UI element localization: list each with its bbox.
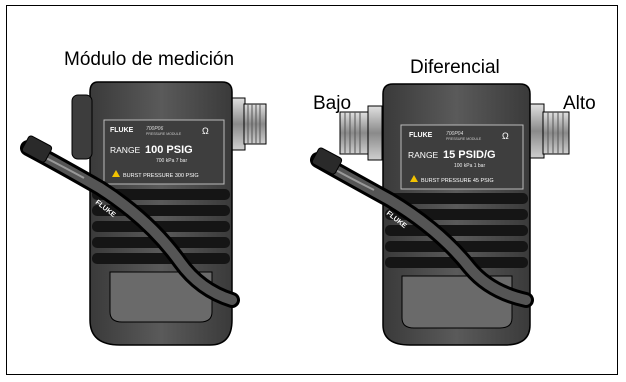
brand-text: FLUKE — [409, 132, 433, 139]
high-port-label: Alto — [563, 93, 596, 114]
subtitle-text: PRESSURE MODULE — [146, 132, 182, 136]
range-label: RANGE — [408, 150, 439, 160]
model-text: 700P04 — [446, 131, 463, 137]
differential-module: FLUKE 700P04 PRESSURE MODULE Ω RANGE 15 … — [310, 83, 570, 346]
low-port-label: Bajo — [313, 93, 352, 114]
warning-icon — [112, 170, 120, 177]
pressure-fitting-icon — [230, 97, 267, 151]
warning-icon — [410, 175, 418, 182]
range-label: RANGE — [110, 145, 141, 155]
connector-plug-icon — [21, 135, 53, 163]
low-pressure-fitting-icon — [339, 105, 383, 161]
burst-text: BURST PRESSURE 300 PSIG — [123, 173, 199, 179]
connector-plug-icon — [311, 147, 343, 175]
high-pressure-fitting-icon — [529, 103, 570, 159]
brand-text: FLUKE — [110, 127, 134, 134]
measurement-module-label: Módulo de medición — [64, 49, 235, 70]
measurement-module: FLUKE 700P06 PRESSURE MODULE Ω RANGE 100… — [20, 81, 267, 346]
omega-icon: Ω — [202, 126, 209, 136]
subtitle-text: PRESSURE MODULE — [446, 137, 482, 141]
range-value: 15 PSID/G — [443, 149, 496, 161]
range-sub: 100 kPa 1 bar — [454, 163, 485, 169]
differential-label: Diferencial — [410, 57, 500, 78]
range-sub: 700 kPa 7 bar — [156, 158, 187, 164]
burst-text: BURST PRESSURE 45 PSIG — [421, 178, 494, 184]
model-text: 700P06 — [146, 126, 163, 132]
omega-icon: Ω — [502, 131, 509, 141]
range-value: 100 PSIG — [145, 144, 193, 156]
